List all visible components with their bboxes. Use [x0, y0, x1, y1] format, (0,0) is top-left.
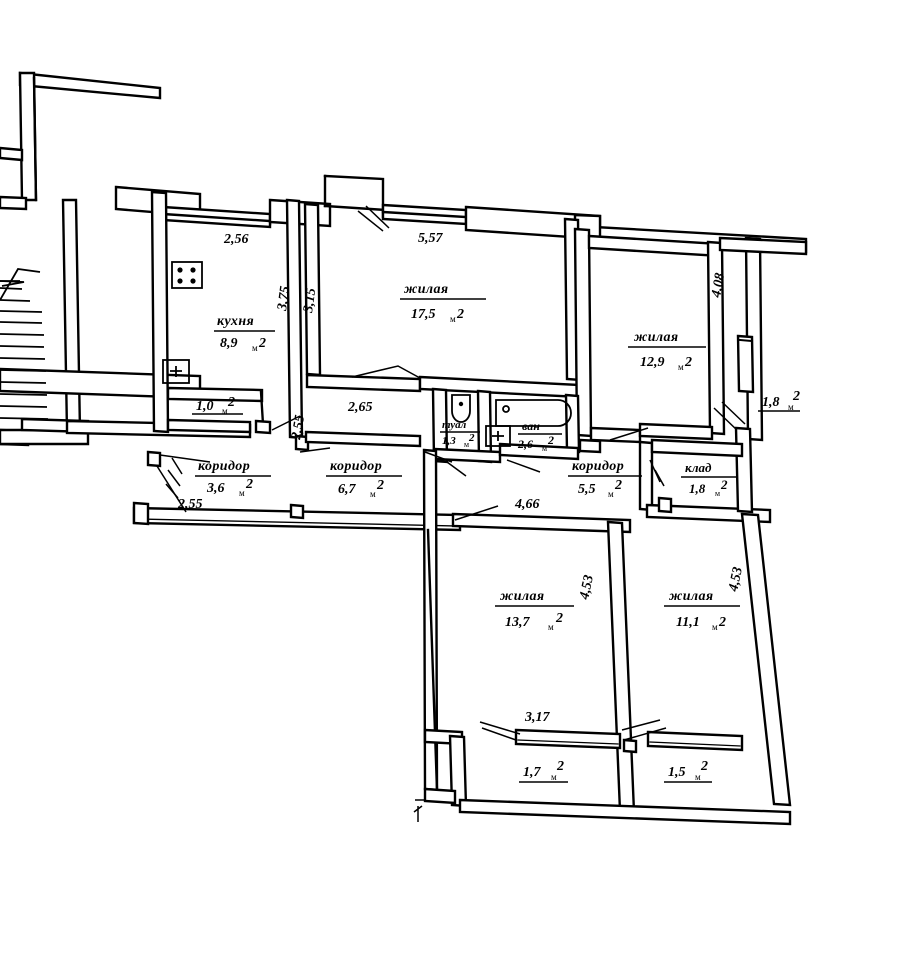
balcony-kitchen-area: 1,0 [196, 399, 214, 414]
dim-kitchen-width: 2,56 [223, 232, 249, 247]
living-2-name: жилая [634, 330, 679, 345]
dim-kitchen-depth: 3,75 [275, 285, 293, 312]
label-corridor-1: коридор 3,6 м 2 [195, 459, 271, 498]
dim-balcony-width: 3,17 [524, 710, 551, 725]
label-living-2: жилая 12,9 м 2 [628, 330, 706, 372]
storage-unit: м [715, 489, 720, 498]
stove-four-burner-icon [171, 261, 203, 289]
label-living-4: жилая 11,1 м 2 [664, 589, 740, 632]
lower-block [413, 512, 792, 826]
room-living-2 [573, 227, 808, 444]
corridor-2-sup: 2 [376, 478, 384, 493]
dim-living1-depth: 3,15 [301, 287, 319, 314]
toilet-bowl-icon [451, 394, 471, 423]
balcony-living-4-unit: м [695, 772, 701, 782]
corridor-2-area: 6,7 [338, 482, 357, 497]
balcony-living-3-unit: м [551, 772, 557, 782]
room-storage [650, 426, 754, 514]
living-4-name: жилая [669, 589, 714, 604]
bathroom-unit: м [542, 444, 547, 453]
washbasin-icon [485, 425, 511, 447]
balcony-kitchen-sup: 2 [227, 395, 235, 410]
storage-sup: 2 [720, 477, 728, 492]
label-living-3: жилая 13,7 м 2 [495, 589, 574, 632]
balcony-living-2-sup: 2 [792, 389, 800, 404]
label-balcony-kitchen: 1,0 м 2 [192, 395, 243, 416]
living-4-sup: 2 [718, 615, 726, 630]
living-3-area: 13,7 [505, 615, 531, 630]
toilet-name: туал [442, 419, 467, 431]
kitchen-sup: 2 [258, 336, 266, 351]
label-bathroom: ван 2,6 м 2 [517, 419, 562, 453]
corridor-1-sup: 2 [245, 477, 253, 492]
label-toilet: туал 1,3 м 2 [440, 419, 480, 449]
corridor-3-unit: м [608, 489, 614, 499]
label-corridor-3: коридор 5,5 м 2 [568, 459, 642, 499]
toilet-unit: м [464, 440, 469, 449]
living-1-name: жилая [404, 282, 449, 297]
balcony-living-4-area: 1,5 [668, 765, 686, 780]
living-4-area: 11,1 [676, 615, 700, 630]
kitchen-name: кухня [217, 314, 254, 329]
label-balcony-living-4: 1,5 м 2 [664, 759, 712, 783]
dim-entry-width: 2,55 [177, 497, 203, 512]
label-kitchen: кухня 8,9 м 2 [214, 314, 275, 353]
balcony-living-4-sup: 2 [700, 759, 708, 774]
corridor-1-area: 3,6 [206, 481, 225, 496]
corridor-3-area: 5,5 [578, 482, 596, 497]
label-balcony-living-3: 1,7 м 2 [519, 759, 568, 783]
toilet-sup: 2 [468, 432, 475, 444]
storage-name: клад [685, 460, 712, 475]
dim-living4-depth: 4,53 [726, 566, 746, 594]
living-4-unit: м [712, 622, 718, 632]
bathroom-sup: 2 [547, 433, 554, 447]
bath-core [431, 387, 581, 477]
balcony-living-3-area: 1,7 [523, 765, 542, 780]
living-3-unit: м [548, 622, 554, 632]
misc-details [299, 430, 602, 454]
kitchen-unit: м [252, 343, 258, 353]
bathroom-area: 2,6 [517, 437, 533, 451]
corridor-1-name: коридор [198, 459, 250, 474]
label-corridor-2: коридор 6,7 м 2 [326, 459, 402, 499]
living-2-sup: 2 [684, 355, 692, 370]
living-1-sup: 2 [456, 307, 464, 322]
balcony-living-2-area: 1,8 [762, 395, 780, 410]
balcony-living-3-sup: 2 [556, 759, 564, 774]
label-storage: клад 1,8 м 2 [681, 460, 736, 498]
dim-living3-depth: 4,53 [577, 574, 597, 602]
balcony-living-2-unit: м [788, 402, 794, 412]
label-living-1: жилая 17,5 м 2 [400, 282, 486, 324]
kitchen-area: 8,9 [220, 336, 238, 351]
corridor-3-sup: 2 [614, 478, 622, 493]
living-3-name: жилая [500, 589, 545, 604]
balcony-kitchen-unit: м [222, 406, 228, 416]
living-1-area: 17,5 [411, 307, 436, 322]
toilet-area: 1,3 [442, 435, 456, 447]
living-1-unit: м [450, 314, 456, 324]
label-balcony-living-2: 1,8 м 2 [758, 389, 800, 412]
dim-living1-width: 5,57 [418, 231, 444, 246]
storage-area: 1,8 [689, 481, 706, 496]
dim-lower-width: 4,66 [514, 497, 540, 512]
corridor-2-unit: м [370, 489, 376, 499]
living-2-unit: м [678, 362, 684, 372]
dim-corridor2-width: 2,65 [347, 400, 373, 415]
bathtub-icon [495, 399, 572, 427]
sink-icon [162, 359, 190, 384]
corridor-2-name: коридор [330, 459, 382, 474]
corridor-3-name: коридор [572, 459, 624, 474]
bathroom-name: ван [522, 419, 540, 433]
dim-corridor-depth: 2,55 [289, 414, 308, 442]
dim-living2-depth: 4,08 [709, 272, 728, 300]
living-2-area: 12,9 [640, 355, 665, 370]
corridor-1-unit: м [239, 488, 245, 498]
living-3-sup: 2 [555, 611, 563, 626]
